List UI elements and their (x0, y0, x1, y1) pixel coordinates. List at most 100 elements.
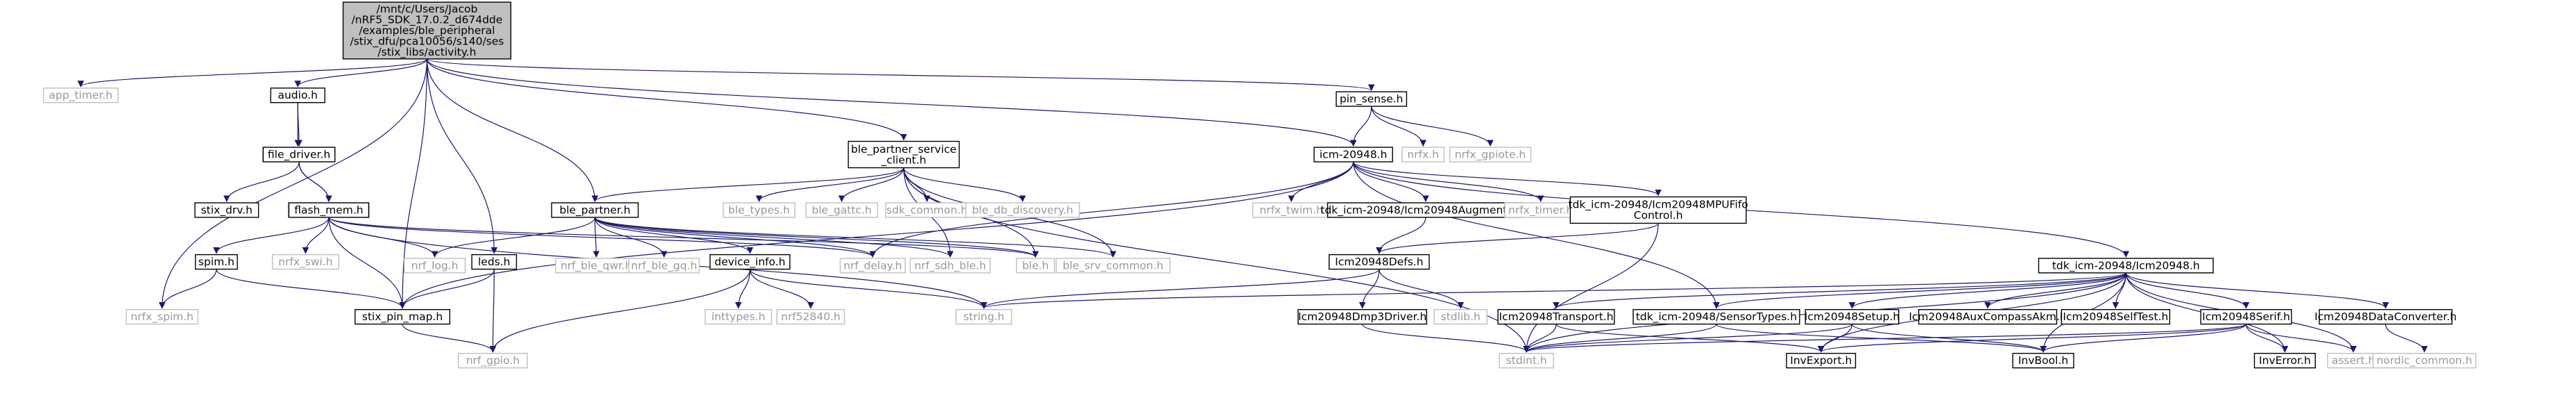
node-nrf-sdh-ble[interactable]: nrf_sdh_ble.h (910, 258, 991, 274)
node-invbool[interactable]: InvBool.h (2012, 353, 2074, 369)
edge-ble_partner-to-device_info (594, 217, 753, 254)
node-nrf-log[interactable]: nrf_log.h (404, 258, 466, 274)
node-root-label: /stix_dfu/pca10056/s140/ses (350, 35, 504, 48)
edge-leds-to-nrf_gpio (489, 269, 497, 353)
node-ble-partner-service-client[interactable]: ble_partner_service_client.h (847, 140, 960, 169)
node-ble-types[interactable]: ble_types.h (722, 202, 796, 218)
edge-tdk_icm20948-to-serif (2125, 272, 2250, 309)
node-flash-mem[interactable]: flash_mem.h (288, 202, 370, 218)
node-nrf-delay[interactable]: nrf_delay.h (839, 258, 906, 274)
node-auxcompass[interactable]: Icm20948AuxCompassAkm.h (1909, 308, 2067, 325)
node-nrfx-timer[interactable]: nrfx_timer.h (1504, 202, 1578, 218)
node-nrf-ble-gq-label: nrf_ble_gq.h (631, 259, 697, 272)
node-ble-db-discovery[interactable]: ble_db_discovery.h (965, 202, 1080, 218)
node-ble-partner-service-client-label: ble_partner_service (851, 143, 956, 156)
node-root[interactable]: /mnt/c/Users/Jacob/nRF5_SDK_17.0.2_d674d… (342, 1, 512, 60)
node-nrfx-spim[interactable]: nrfx_spim.h (126, 308, 199, 325)
node-file-driver[interactable]: file_driver.h (262, 147, 336, 163)
node-transport-label: Icm20948Transport.h (1499, 310, 1614, 323)
node-audio[interactable]: audio.h (270, 88, 325, 103)
node-nrfx-swi-label: nrfx_swi.h (278, 256, 332, 269)
node-assert-label: assert.h (2332, 354, 2375, 367)
node-nrf52840-label: nrf52840.h (781, 310, 841, 323)
edge-tdk_icm20948-to-transport (1553, 272, 2126, 309)
edge-icm20948-to-nrfx_timer (1353, 161, 1544, 202)
node-ble-partner-box (551, 202, 639, 218)
node-nrfx-box (1401, 147, 1445, 163)
node-nrfx[interactable]: nrfx.h (1401, 147, 1445, 163)
node-ble-types-box (722, 202, 796, 218)
node-nrfx-twim[interactable]: nrfx_twim.h (1252, 202, 1331, 218)
node-ble-partner-service-client-box (847, 140, 960, 169)
node-icm20948defs-label: Icm20948Defs.h (1335, 256, 1423, 268)
edge-icm20948defs-to-stdlib (1379, 269, 1465, 309)
edge-ble_partner-to-nrf_ble_gq (594, 217, 667, 258)
node-nrfx-gpiote[interactable]: nrfx_gpiote.h (1449, 147, 1532, 163)
node-device-info[interactable]: device_info.h (709, 254, 791, 270)
node-setup[interactable]: Icm20948Setup.h (1805, 308, 1900, 325)
node-ble-srv-common[interactable]: ble_srv_common.h (1055, 258, 1170, 274)
node-nrf-gpio[interactable]: nrf_gpio.h (457, 353, 528, 369)
edge-flash_mem-to-nrf_delay (328, 217, 876, 258)
edge-device_info-to-nrf52840 (749, 269, 814, 309)
node-leds-label: leds.h (478, 256, 511, 268)
node-selftest[interactable]: Icm20948SelfTest.h (2061, 308, 2171, 325)
node-nrfx-swi-box (271, 254, 339, 270)
node-nrf52840[interactable]: nrf52840.h (776, 308, 845, 325)
node-nrf-delay-box (839, 258, 906, 274)
node-app-timer[interactable]: app_timer.h (43, 88, 119, 103)
node-nrf-ble-qwr[interactable]: nrf_ble_qwr.h (555, 258, 638, 274)
node-setup-label: Icm20948Setup.h (1805, 310, 1900, 323)
node-stdlib[interactable]: stdlib.h (1433, 308, 1487, 325)
node-device-info-box (709, 254, 791, 270)
node-tdk-icm20948[interactable]: tdk_icm-20948/Icm20948.h (2038, 258, 2214, 274)
edge-sensortypes-to-stdint (1523, 324, 1717, 353)
node-ble[interactable]: ble.h (1016, 258, 1055, 274)
node-serif[interactable]: Icm20948Serif.h (2200, 308, 2292, 325)
node-ble-label: ble.h (1022, 259, 1048, 272)
node-stdint[interactable]: stdint.h (1499, 353, 1554, 369)
node-assert[interactable]: assert.h (2327, 353, 2380, 369)
node-dataconverter[interactable]: Icm20948DataConverter.h (2314, 308, 2457, 325)
node-inttypes[interactable]: inttypes.h (704, 308, 772, 325)
node-nordic-common[interactable]: nordic_common.h (2372, 353, 2477, 369)
node-spim-box (194, 254, 238, 270)
node-leds[interactable]: leds.h (471, 254, 518, 270)
node-pin-sense-label: pin_sense.h (1340, 93, 1404, 106)
node-ble-partner-label: ble_partner.h (559, 204, 630, 217)
node-icm20948[interactable]: icm-20948.h (1313, 147, 1393, 163)
edge-flash_mem-to-nrfx_swi (302, 217, 330, 254)
node-sdk-common[interactable]: sdk_common.h (885, 202, 969, 218)
node-inverror[interactable]: InvError.h (2253, 353, 2316, 369)
node-ble-gattc[interactable]: ble_gattc.h (805, 202, 878, 218)
edge-icm20948-to-tdk_augmented (1353, 161, 1429, 202)
node-ble-types-label: ble_types.h (728, 204, 790, 217)
node-nrfx-spim-box (126, 308, 199, 325)
edge-tdk_icm20948-to-setup (1848, 272, 2126, 309)
node-string[interactable]: string.h (955, 308, 1012, 325)
node-app-timer-box (43, 88, 119, 103)
node-ble-partner[interactable]: ble_partner.h (551, 202, 639, 218)
edge-pin_sense-to-nrfx (1371, 106, 1427, 147)
node-invexport[interactable]: InvExport.h (1786, 353, 1857, 369)
node-root-label: /examples/ble_peripheral (359, 24, 495, 38)
node-icm20948defs[interactable]: Icm20948Defs.h (1329, 254, 1430, 270)
edge-ble_partner-to-ble (594, 217, 1039, 258)
node-tdk-icm20948-label: tdk_icm-20948/Icm20948.h (2052, 259, 2200, 272)
node-stix-pin-map[interactable]: stix_pin_map.h (355, 308, 451, 325)
node-pin-sense[interactable]: pin_sense.h (1336, 91, 1408, 107)
node-nrf-gpio-label: nrf_gpio.h (466, 354, 520, 367)
node-stix-drv[interactable]: stix_drv.h (194, 202, 259, 218)
node-tdk-augmented[interactable]: tdk_icm-20948/Icm20948Augmented.h (1320, 202, 1531, 218)
edge-tdk_icm20948-to-dataconverter (2125, 272, 2389, 309)
node-sensortypes[interactable]: tdk_icm-20948/SensorTypes.h (1632, 308, 1800, 325)
edge-tdk_mpufifo-to-icm20948defs (1376, 222, 1659, 254)
node-nrf-ble-gq[interactable]: nrf_ble_gq.h (628, 258, 700, 274)
edge-transport-to-invexport (1555, 324, 1825, 353)
node-spim[interactable]: spim.h (194, 254, 238, 270)
node-transport[interactable]: Icm20948Transport.h (1497, 308, 1615, 325)
node-dmp3driver[interactable]: Icm20948Dmp3Driver.h (1297, 308, 1428, 325)
edge-serif-to-stdint (1523, 324, 2247, 353)
node-nrfx-swi[interactable]: nrfx_swi.h (271, 254, 339, 270)
